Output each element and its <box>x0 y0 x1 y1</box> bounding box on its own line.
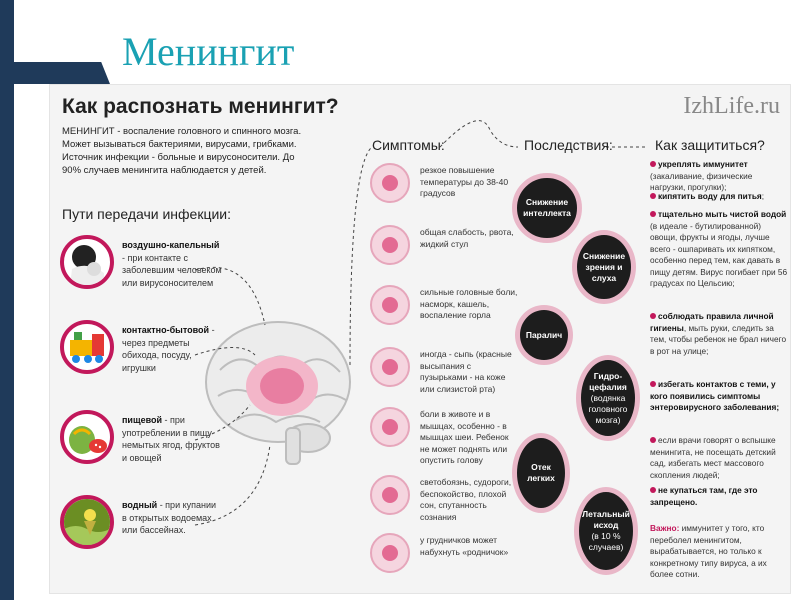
route-airborne: воздушно-капельный - при контакте с забо… <box>60 235 222 315</box>
consequence-label: Снижение зрения и слуха <box>582 250 626 283</box>
water-icon <box>60 495 114 549</box>
consequence-circle: Отек легких <box>512 433 570 513</box>
symptom-item: светобоязнь, судороги, беспокойство, пло… <box>370 475 520 522</box>
symptom-item: общая слабость, рвота, жидкий стул <box>370 225 520 271</box>
route-name: контактно-бытовой <box>122 325 210 335</box>
consequence-circle: Паралич <box>515 305 573 365</box>
protect-item: тщательно мыть чистой водой (в идеале - … <box>650 209 788 288</box>
bullet-icon <box>650 487 656 493</box>
consequence-label: Летальный исход <box>582 509 630 530</box>
brain-illustration <box>200 310 360 470</box>
bullet-icon <box>650 381 656 387</box>
consequence-sub: (водянка головного мозга) <box>588 392 628 425</box>
route-food: пищевой - при употреблении в пищу немыты… <box>60 410 220 490</box>
symptom-icon <box>370 533 410 573</box>
consequences-heading: Последствия: <box>524 137 613 153</box>
route-name: пищевой <box>122 415 163 425</box>
route-desc: - при контакте с заболевшим человеком ил… <box>122 252 222 288</box>
symptom-icon <box>370 407 410 447</box>
symptom-icon <box>370 225 410 265</box>
symptom-item: у грудничков может набухнуть «родничок» <box>370 533 520 579</box>
protect-note: Важно: иммунитет у того, кто переболел м… <box>650 523 788 581</box>
transmission-heading: Пути передачи инфекции: <box>62 206 231 222</box>
note-text: иммунитет у того, кто переболел менингит… <box>650 523 767 579</box>
symptom-item: иногда - сыпь (красные высыпания с пузыр… <box>370 347 520 394</box>
symptom-text: резкое повышение температуры до 38-40 гр… <box>420 165 509 198</box>
symptom-icon <box>370 347 410 387</box>
symptom-text: сильные головные боли, насморк, кашель, … <box>420 287 518 320</box>
symptom-item: сильные головные боли, насморк, кашель, … <box>370 285 520 331</box>
intro-text: МЕНИНГИТ - воспаление головного и спинно… <box>62 126 302 176</box>
symptom-icon <box>370 285 410 325</box>
symptom-text: светобоязнь, судороги, беспокойство, пло… <box>420 477 512 522</box>
toy-train-icon <box>60 320 114 374</box>
symptom-item: боли в животе и в мышцах, особенно - в м… <box>370 407 520 465</box>
infographic: Как распознать менингит? IzhLife.ru МЕНИ… <box>49 84 791 594</box>
symptom-text: иногда - сыпь (красные высыпания с пузыр… <box>420 349 512 394</box>
symptom-text: у грудничков может набухнуть «родничок» <box>420 535 509 557</box>
consequence-circle: Снижение интеллекта <box>512 173 582 243</box>
consequence-label: Гидро-цефалия <box>589 370 627 392</box>
slide-title: Менингит <box>122 29 295 74</box>
symptom-item: резкое повышение температуры до 38-40 гр… <box>370 163 520 209</box>
symptom-icon <box>370 475 410 515</box>
route-desc: - при употреблении в пищу немытых ягод, … <box>122 415 220 463</box>
bullet-icon <box>650 313 656 319</box>
protect-item: соблюдать правила личной гигиены, мыть р… <box>650 311 787 356</box>
route-water: водный - при купании в открытых водоемах… <box>60 495 220 575</box>
route-name: воздушно-капельный <box>122 240 220 250</box>
consequence-sub: (в 10 % случаев) <box>588 531 624 552</box>
consequence-label: Паралич <box>525 329 563 340</box>
sneeze-icon <box>60 235 114 289</box>
route-name: водный <box>122 500 158 510</box>
consequence-label: Отек легких <box>527 462 555 483</box>
protect-item: избегать контактов с теми, у кого появил… <box>650 379 780 412</box>
route-desc: - через предметы обихода, посуду, игрушк… <box>122 325 215 373</box>
protect-heading: Как защититься? <box>655 137 765 153</box>
infographic-title: Как распознать менингит? <box>62 95 339 118</box>
consequence-label: Снижение интеллекта <box>523 197 571 218</box>
symptoms-heading: Симптомы: <box>372 137 445 153</box>
corner-decoration <box>0 62 110 84</box>
sidebar-strip <box>0 0 14 600</box>
protect-item: не купаться там, где это запрещено. <box>650 485 758 507</box>
note-label: Важно: <box>650 523 680 533</box>
consequence-circle: Снижение зрения и слуха <box>572 230 636 304</box>
fruit-icon <box>60 410 114 464</box>
symptom-icon <box>370 163 410 203</box>
bullet-icon <box>650 161 656 167</box>
symptom-text: общая слабость, рвота, жидкий стул <box>420 227 514 249</box>
brand-logo: IzhLife.ru <box>683 93 780 119</box>
bullet-icon <box>650 193 656 199</box>
protect-item: кипятить воду для питья; <box>650 191 788 203</box>
protect-item: если врачи говорят о вспышке менингита, … <box>650 435 776 480</box>
protect-item: укреплять иммунитет (закаливание, физиче… <box>650 159 753 192</box>
route-desc: - при купании в открытых водоемах или ба… <box>122 500 217 535</box>
route-contact: контактно-бытовой - через предметы обихо… <box>60 320 220 400</box>
consequence-circle: Гидро-цефалия(водянка головного мозга) <box>576 355 640 441</box>
symptom-text: боли в животе и в мышцах, особенно - в м… <box>420 409 509 465</box>
bullet-icon <box>650 437 656 443</box>
consequence-circle: Летальный исход(в 10 % случаев) <box>574 487 638 575</box>
bullet-icon <box>650 211 656 217</box>
